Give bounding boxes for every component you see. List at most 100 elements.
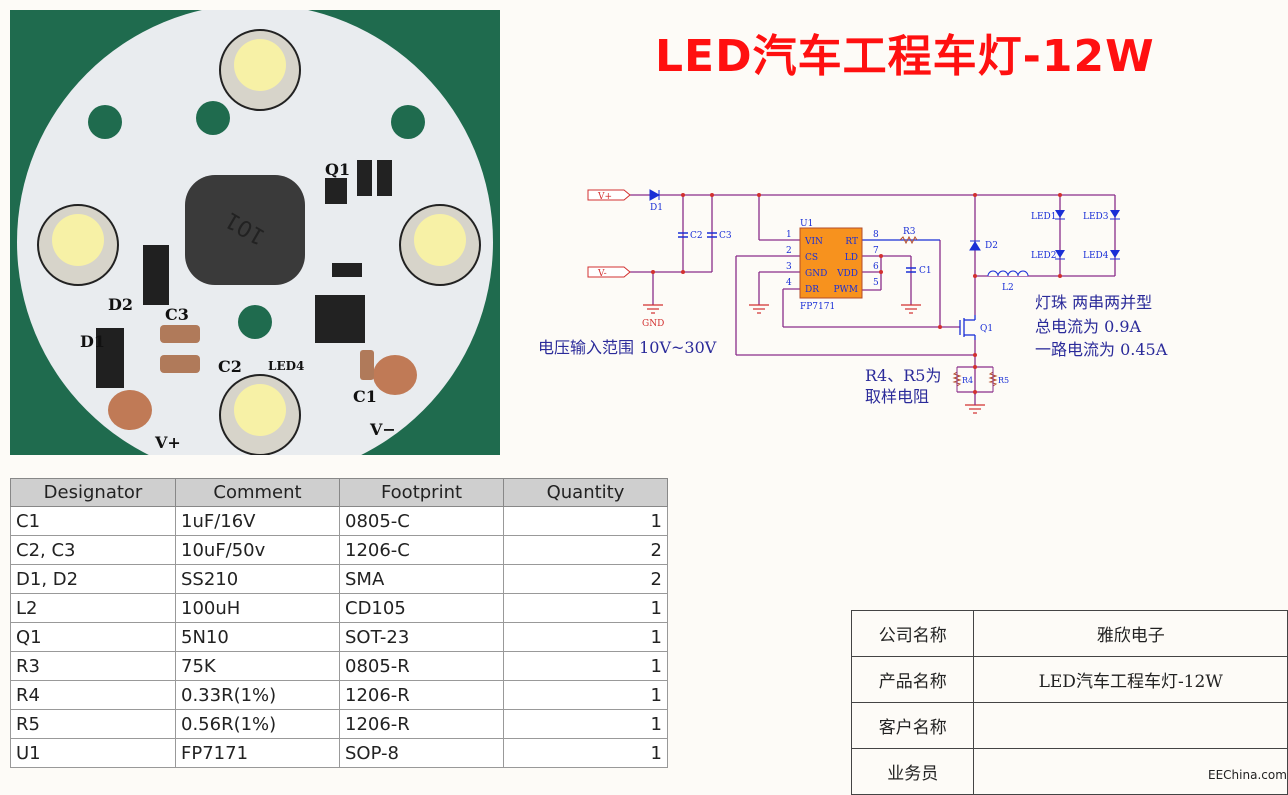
title-block-value: LED汽车工程车灯-12W (973, 656, 1288, 703)
title-block-key: 客户名称 (850, 702, 975, 749)
bom-cell-footprint: SOP-8 (339, 738, 504, 768)
bom-cell-quantity: 1 (503, 680, 668, 710)
bom-cell-designator: D1, D2 (10, 564, 176, 594)
bom-cell-comment: 5N10 (175, 622, 340, 652)
ic-pin-number: 5 (873, 278, 879, 288)
note-total-current: 总电流为 0.9A (1035, 317, 1142, 336)
schematic: VIN CS GND DR RT LD VDD PWM 1 2 3 4 8 7 … (587, 189, 1120, 414)
ic-pin-number: 8 (873, 230, 879, 240)
bom-cell-footprint: 1206-R (339, 680, 504, 710)
bom-cell-comment: 100uH (175, 593, 340, 623)
bom-cell-quantity: 2 (503, 564, 668, 594)
svg-text:V-: V- (597, 269, 607, 279)
title-block-value (973, 702, 1288, 749)
label-c3: C3 (719, 231, 732, 241)
bom-cell-quantity: 1 (503, 651, 668, 681)
ic-pin-label: VIN (804, 237, 823, 247)
label-led1: LED1 (1031, 212, 1057, 222)
inductor (185, 175, 305, 285)
mount-hole (196, 101, 230, 135)
label-c2: C2 (690, 231, 703, 241)
label-led2: LED2 (1031, 251, 1057, 261)
bom-cell-comment: FP7171 (175, 738, 340, 768)
capacitor (160, 355, 200, 373)
diode-d2 (143, 245, 169, 305)
ic-fp7171 (799, 227, 863, 299)
svg-text:C1: C1 (353, 387, 377, 406)
gnd-label: GND (642, 319, 664, 329)
bom-cell-designator: R5 (10, 709, 176, 739)
led-symbols (1055, 210, 1120, 260)
bom-cell-footprint: SOT-23 (339, 622, 504, 652)
label-r3: R3 (903, 227, 916, 237)
ic-pin-label: DR (805, 285, 819, 295)
label-l2: L2 (1002, 283, 1014, 293)
bom-cell-comment: 0.33R(1%) (175, 680, 340, 710)
diode-d2-symbol (969, 240, 981, 251)
bom-cell-designator: C2, C3 (10, 535, 176, 565)
bom-header-comment: Comment (175, 478, 340, 507)
title-block-key: 产品名称 (850, 656, 975, 703)
bom-cell-footprint: SMA (339, 564, 504, 594)
ic-pin-label: CS (805, 253, 818, 263)
label-c1: C1 (919, 266, 932, 276)
bom-header-footprint: Footprint (339, 478, 504, 507)
watermark: EEChina.com (1208, 768, 1287, 782)
resistor-r3-symbol (899, 235, 918, 245)
ic-ref: U1 (800, 219, 813, 229)
title-block-value (973, 748, 1288, 795)
bom-cell-designator: R4 (10, 680, 176, 710)
led-emitter (399, 204, 481, 286)
bom-cell-designator: L2 (10, 593, 176, 623)
ic-pin-label: GND (805, 269, 827, 279)
ic-pin-label: RT (845, 237, 858, 247)
ic-pin-number: 1 (786, 230, 792, 240)
svg-text:D1: D1 (80, 332, 105, 351)
bom-cell-comment: 1uF/16V (175, 506, 340, 536)
port-vminus: V- (587, 266, 631, 279)
note-sense-2: 取样电阻 (865, 387, 930, 406)
note-branch-current: 一路电流为 0.45A (1035, 340, 1168, 359)
label-q1: Q1 (980, 324, 993, 334)
bom-cell-quantity: 1 (503, 506, 668, 536)
bom-cell-comment: 0.56R(1%) (175, 709, 340, 739)
svg-text:LED4: LED4 (268, 359, 304, 373)
ic-pin-number: 6 (873, 262, 879, 272)
svg-text:C3: C3 (165, 305, 189, 324)
bom-cell-designator: C1 (10, 506, 176, 536)
label-led3: LED3 (1083, 212, 1109, 222)
note-led-config: 灯珠 两串两并型 (1035, 293, 1153, 312)
bom-cell-quantity: 1 (503, 622, 668, 652)
mount-hole (391, 105, 425, 139)
bom-table: Designator Comment Footprint Quantity C1… (10, 478, 668, 768)
svg-text:V+: V+ (597, 192, 612, 202)
svg-text:D2: D2 (108, 295, 133, 314)
svg-text:V−: V− (369, 420, 396, 439)
label-d2: D2 (985, 241, 998, 251)
capacitor-symbols (678, 232, 916, 273)
bom-cell-quantity: 2 (503, 535, 668, 565)
resistor (332, 263, 362, 277)
capacitor (160, 325, 200, 343)
junction-dots (651, 193, 1062, 394)
mount-hole (88, 105, 122, 139)
bom-cell-quantity: 1 (503, 738, 668, 768)
ic-part: FP7171 (800, 302, 835, 312)
bom-cell-designator: Q1 (10, 622, 176, 652)
bom-cell-quantity: 1 (503, 593, 668, 623)
ic-chip (315, 295, 365, 343)
label-r5: R5 (998, 376, 1009, 385)
pcb-photo: 101 Q1 C3 D1 D2 C2 LED4 C1 V+ V− (10, 10, 500, 455)
bom-cell-quantity: 1 (503, 709, 668, 739)
label-d1: D1 (650, 203, 663, 213)
bom-cell-designator: R3 (10, 651, 176, 681)
led-emitter (37, 204, 119, 286)
resistor (357, 160, 372, 196)
